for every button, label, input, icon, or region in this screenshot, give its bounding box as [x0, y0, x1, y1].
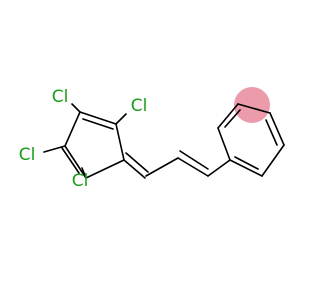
chlorine-label: Cl	[72, 171, 89, 191]
exocyclic-double-bond	[123, 159, 146, 179]
benzene-bond	[229, 159, 263, 177]
benzene-bond	[217, 103, 239, 129]
ring-double-bond	[61, 147, 80, 174]
chain-bond	[145, 157, 179, 177]
chlorine-label: Cl	[52, 87, 69, 107]
chain-bond	[207, 159, 231, 177]
structure-diagram: Cl Cl Cl Cl	[19, 87, 285, 191]
benzene-bond	[217, 127, 231, 161]
ring-double-bond	[82, 118, 114, 130]
c-cl-bond	[43, 145, 66, 153]
atom-highlight	[234, 87, 270, 123]
c-cl-bond	[71, 103, 81, 113]
benzene-double-bond	[234, 156, 259, 170]
exocyclic-double-bond	[125, 152, 149, 173]
c-cl-bond	[81, 167, 87, 179]
ring-bond	[64, 111, 81, 147]
c-cl-bond	[115, 113, 127, 125]
chain-double-bond	[177, 157, 209, 177]
benzene-double-bond	[224, 109, 241, 128]
ring-bond	[79, 111, 117, 125]
ring-bond	[115, 123, 125, 161]
benzene-double-bond	[265, 119, 278, 146]
benzene-bond	[269, 112, 285, 146]
benzene-bond	[237, 103, 271, 114]
chain-double-bond	[179, 150, 209, 170]
chlorine-label: Cl	[131, 96, 148, 116]
chlorine-label: Cl	[19, 145, 36, 165]
ring-bond	[85, 159, 125, 179]
ring-bond	[64, 145, 87, 179]
benzene-bond	[261, 144, 285, 177]
